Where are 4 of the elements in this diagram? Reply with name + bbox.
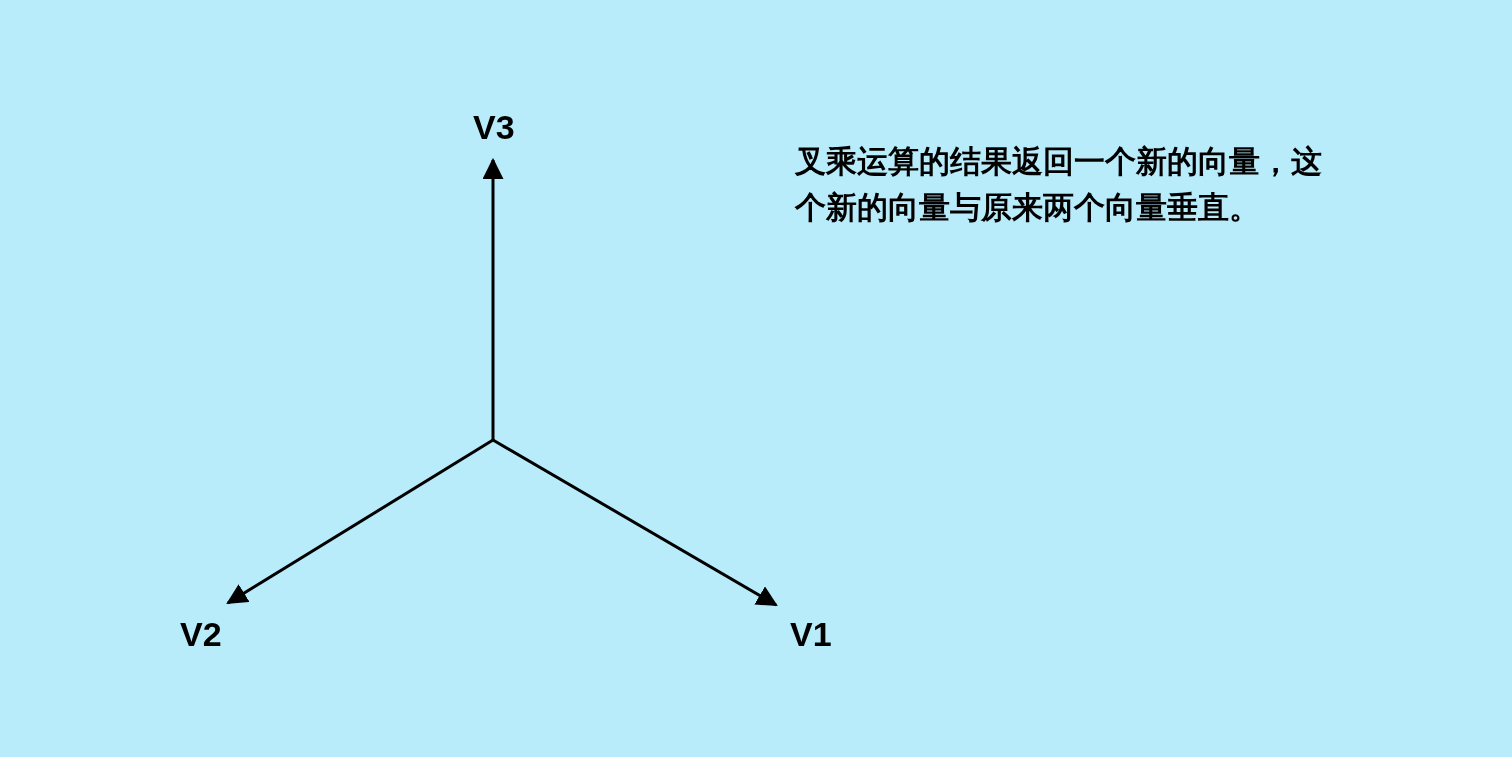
vector-label: V2 [180,617,222,651]
note-text: 叉乘运算的结果返回一个新的向量，这个新的向量与原来两个向量垂直。 [795,142,1322,227]
vector-label: V1 [790,617,832,651]
vector-label: V3 [473,110,515,144]
